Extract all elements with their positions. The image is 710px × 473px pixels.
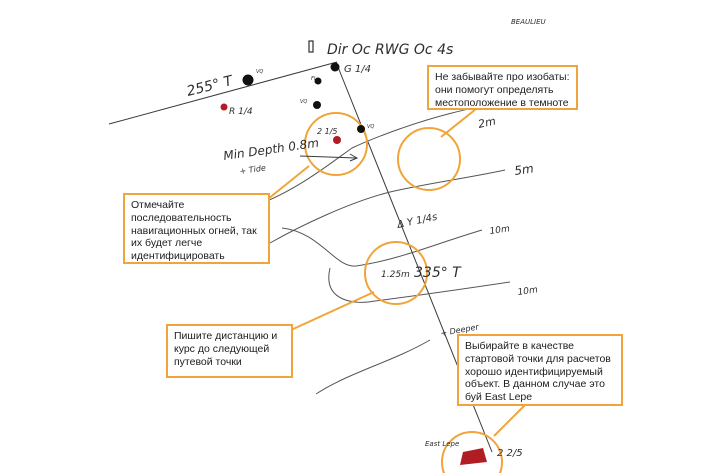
black-buoy-marker-wp1 (357, 125, 365, 133)
leader-line-4 (493, 404, 526, 437)
contour-lower (315, 339, 431, 395)
label-g-buoy: G 1/4 (344, 64, 371, 75)
black-buoy-marker-g (330, 62, 340, 72)
label-vq-2: VQ (300, 99, 307, 105)
leader-line-3 (290, 291, 375, 331)
note-beaulieu: BEAULIEU (511, 18, 546, 26)
leading-light-icon (308, 40, 314, 53)
label-distance: 1.25m (381, 270, 410, 280)
label-marker-y: Δ Y 1/4s (395, 212, 438, 231)
leader-line-1 (440, 108, 477, 138)
isobath-circle (397, 127, 461, 191)
black-buoy-marker-3 (313, 101, 321, 109)
red-buoy-marker-wp1 (333, 136, 341, 144)
contour-10m-a (281, 227, 483, 267)
label-10m-a: 10m (489, 224, 511, 237)
callout-light-sequence: Отмечайте последовательность навигационн… (123, 193, 270, 264)
bearing-line-255 (108, 61, 338, 125)
label-r-buoy: R 1/4 (229, 107, 253, 117)
label-dir-light: Dir Oc RWG Oc 4s (327, 42, 453, 58)
label-fl: Fl (311, 76, 316, 82)
label-vq-3: VQ (367, 124, 374, 130)
arrow-head-icon (349, 153, 359, 162)
contour-5m (269, 169, 506, 244)
contour-10m-b (328, 267, 511, 303)
label-east-lepe-flash: 2 2/5 (497, 448, 523, 459)
label-vq-1: VQ (256, 69, 263, 75)
min-depth-arrow (299, 155, 357, 159)
label-east-lepe: East Lepe (425, 440, 459, 448)
black-buoy-marker-1 (242, 74, 254, 86)
label-plus-tide: + Tide (239, 163, 266, 176)
callout-distance-course: Пишите дистанцию и курс до следующей пут… (166, 324, 293, 378)
leader-line-2 (267, 165, 310, 200)
label-bearing-335: 335° T (414, 265, 462, 281)
waypoint-circle-1 (304, 112, 368, 176)
callout-start-point: Выбирайте в качестве стартовой точки для… (457, 334, 623, 406)
callout-isobaths: Не забывайте про изобаты: они помогут оп… (427, 65, 578, 110)
red-buoy-marker-r (220, 103, 228, 111)
east-lepe-buoy-icon (460, 448, 487, 465)
label-5m: 5m (513, 161, 534, 178)
label-wp1: 2 1/5 (317, 127, 338, 136)
label-2m: 2m (477, 115, 497, 131)
label-min-depth: Min Depth 0.8m (222, 136, 319, 163)
waypoint-circle-east-lepe (441, 431, 503, 473)
label-10m-b: 10m (517, 285, 539, 298)
label-bearing-255: 255° T (185, 73, 236, 100)
black-buoy-marker-2 (314, 77, 322, 85)
waypoint-circle-2 (364, 241, 428, 305)
